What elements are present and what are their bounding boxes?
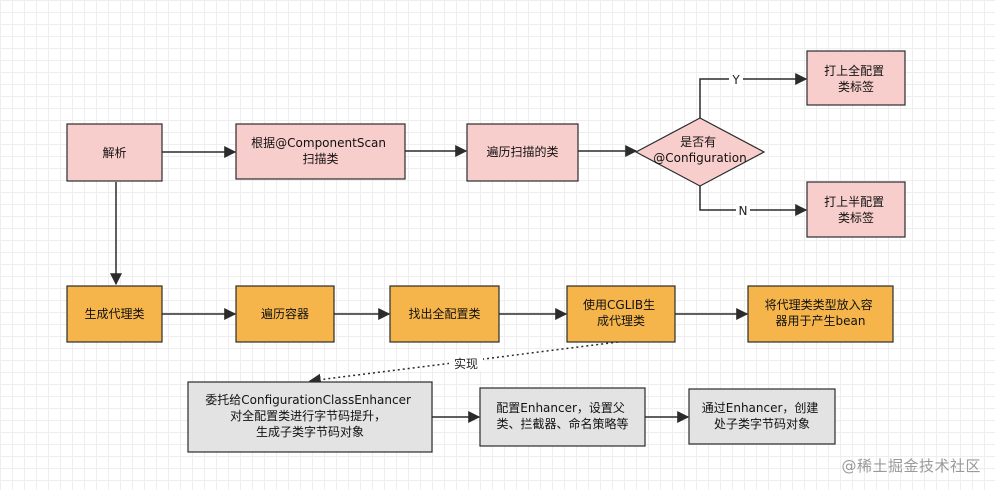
node-iterate-container-label: 遍历容器 xyxy=(261,306,309,321)
node-iterate-scanned: 遍历扫描的类 xyxy=(466,123,579,182)
node-parse: 解析 xyxy=(66,123,163,182)
watermark: @稀土掘金技术社区 xyxy=(841,457,981,475)
yes-label: Y xyxy=(731,73,740,87)
node-gen-proxy: 生成代理类 xyxy=(66,285,163,343)
decision-has-configuration: 是否有 @Configuration xyxy=(634,117,766,187)
node-cglib-label: 使用CGLIB生 成代理类 xyxy=(583,297,659,328)
edge-decision-no xyxy=(699,186,808,216)
node-via-enhancer-label: 通过Enhancer，创建 处子类字节码对象 xyxy=(702,401,823,431)
node-mark-full: 打上全配置 类标签 xyxy=(806,50,906,106)
node-delegate-label: 委托给ConfigurationClassEnhancer 对全配置类进行字节码… xyxy=(205,393,414,439)
node-find-full-label: 找出全配置类 xyxy=(408,306,480,321)
node-scan-label: 根据@ComponentScan 扫描类 xyxy=(251,136,390,166)
node-parse-label: 解析 xyxy=(102,146,126,160)
node-configure-enhancer-label: 配置Enhancer，设置父 类、拦截器、命名策略等 xyxy=(496,401,629,431)
node-mark-half-label: 打上半配置 类标签 xyxy=(824,195,888,225)
node-via-enhancer: 通过Enhancer，创建 处子类字节码对象 xyxy=(688,388,836,445)
node-gen-proxy-label: 生成代理类 xyxy=(84,307,144,321)
node-find-full: 找出全配置类 xyxy=(389,285,500,343)
implement-label: 实现 xyxy=(454,356,478,371)
node-delegate: 委托给ConfigurationClassEnhancer 对全配置类进行字节码… xyxy=(187,381,433,453)
edge-labels: Y N 实现 xyxy=(449,71,750,371)
node-put-type: 将代理类类型放入容 器用于产生bean xyxy=(747,285,894,343)
node-mark-full-label: 打上全配置 类标签 xyxy=(824,63,888,94)
edge-decision-yes xyxy=(699,73,808,118)
node-configure-enhancer: 配置Enhancer，设置父 类、拦截器、命名策略等 xyxy=(479,387,646,447)
node-cglib: 使用CGLIB生 成代理类 xyxy=(566,285,676,343)
node-iterate-scanned-label: 遍历扫描的类 xyxy=(486,144,558,159)
node-scan: 根据@ComponentScan 扫描类 xyxy=(235,123,406,180)
decision-label: 是否有 @Configuration xyxy=(653,135,746,165)
node-put-type-label: 将代理类类型放入容 器用于产生bean xyxy=(765,297,877,328)
node-iterate-container: 遍历容器 xyxy=(235,285,335,343)
no-label: N xyxy=(739,204,748,218)
node-mark-half: 打上半配置 类标签 xyxy=(806,181,906,238)
